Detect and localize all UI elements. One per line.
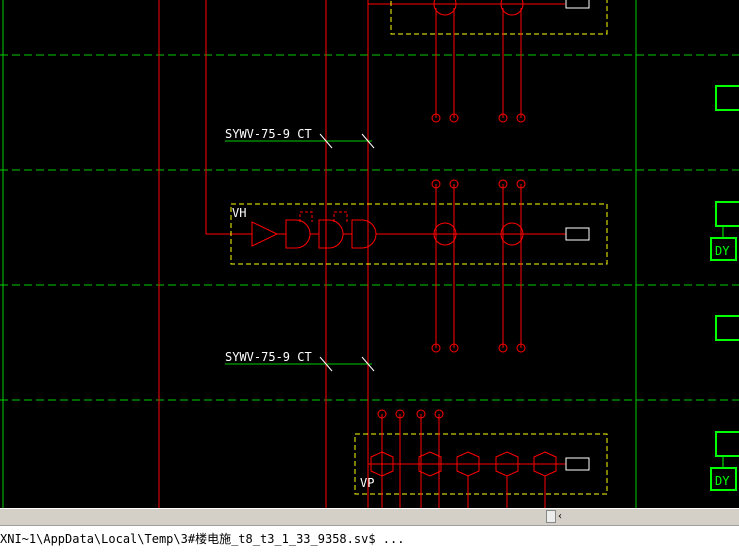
cable-lower-label: SYWV-75-9 CT — [225, 350, 312, 364]
grid-horizontal — [0, 54, 739, 401]
drawing-canvas[interactable]: SYWV-75-9 CT VH — [0, 0, 739, 508]
grid-vertical — [2, 0, 637, 508]
cable-upper-label: SYWV-75-9 CT — [225, 127, 312, 141]
scroll-left-arrow-icon[interactable]: ‹ — [558, 511, 562, 522]
horizontal-scrollbar[interactable]: ‹ — [0, 508, 739, 525]
vh-box: VH — [230, 179, 608, 353]
cable-upper: SYWV-75-9 CT — [225, 127, 375, 149]
vp-box: VP — [354, 409, 608, 508]
command-line-status: XNI~1\AppData\Local\Temp\3#楼电施_t8_t3_1_3… — [0, 525, 739, 552]
scrollbar-thumb[interactable] — [546, 510, 556, 523]
right-tag-2-label: DY — [715, 474, 730, 488]
status-text: XNI~1\AppData\Local\Temp\3#楼电施_t8_t3_1_3… — [0, 532, 405, 546]
main-wires — [158, 0, 565, 508]
cad-drawing[interactable]: SYWV-75-9 CT VH — [0, 0, 739, 508]
vh-box-label: VH — [232, 206, 246, 220]
cable-lower: SYWV-75-9 CT — [225, 350, 375, 372]
right-tags — [710, 85, 739, 491]
right-tag-1-label: DY — [715, 244, 730, 258]
vp-box-label: VP — [360, 476, 374, 490]
top-box — [390, 0, 608, 123]
